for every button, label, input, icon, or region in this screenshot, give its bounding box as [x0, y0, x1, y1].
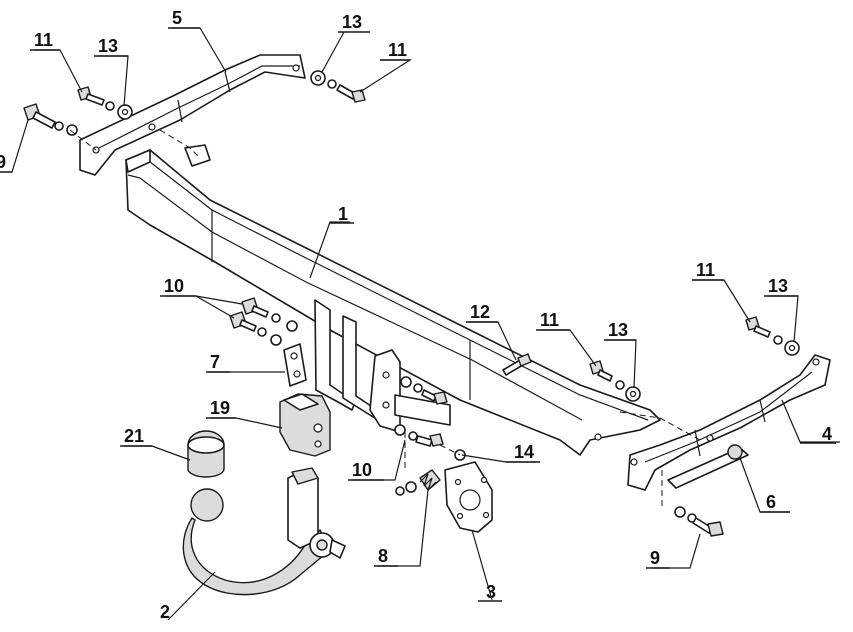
svg-text:13: 13 [98, 36, 118, 56]
svg-text:11: 11 [388, 40, 407, 60]
callout-label-1: 1 [330, 204, 354, 224]
bolt-set-10-lower [394, 376, 448, 447]
svg-text:6: 6 [766, 492, 776, 512]
svg-text:10: 10 [352, 460, 372, 480]
callout-label-14: 14 [506, 442, 540, 463]
svg-text:13: 13 [342, 12, 362, 32]
bolt-set-upper-left-11-13 [77, 86, 133, 120]
callout-label-13-c: 13 [604, 320, 636, 341]
svg-text:11: 11 [540, 310, 559, 330]
bolt-set-right-9 [674, 506, 724, 537]
assembly-guide-lines [69, 129, 701, 510]
svg-text:9: 9 [650, 548, 660, 568]
callout-label-11-d: 11 [692, 260, 724, 281]
svg-text:13: 13 [768, 276, 788, 296]
callout-label-12: 12 [466, 302, 498, 323]
crossbar-part-1 [125, 144, 661, 456]
svg-text:7: 7 [210, 352, 220, 372]
socket-holder-part-19 [279, 393, 331, 457]
callout-label-8: 8 [374, 546, 398, 567]
callout-label-11-b: 11 [380, 40, 410, 61]
callout-label-10-upper: 10 [160, 276, 196, 297]
callout-label-5: 5 [168, 8, 200, 29]
bolt-part-12 [502, 353, 532, 376]
bolt-set-upper-right-11-13 [310, 70, 366, 103]
callout-label-21: 21 [120, 426, 152, 447]
callout-label-9-left: 9 [0, 152, 12, 173]
socket-plate-part-3 [444, 461, 493, 533]
bolt-set-far-right-11-13 [745, 316, 800, 356]
svg-text:3: 3 [486, 582, 496, 602]
svg-text:1: 1 [338, 204, 348, 224]
callout-label-9-right: 9 [646, 548, 670, 569]
callout-label-7: 7 [206, 352, 230, 373]
callout-label-11-a: 11 [30, 30, 60, 51]
svg-text:21: 21 [124, 426, 144, 446]
bolt-set-left-9 [23, 103, 78, 136]
svg-text:11: 11 [696, 260, 715, 280]
callout-label-10-lower: 10 [348, 460, 384, 481]
right-side-bracket-part-4 [594, 354, 831, 491]
svg-text:12: 12 [470, 302, 490, 322]
crossbar-mounting-plates [314, 299, 451, 433]
callout-label-4: 4 [800, 424, 836, 444]
tow-ball-part-2 [182, 467, 346, 596]
bolt-set-right-11-13 [589, 360, 641, 402]
callout-label-3: 3 [478, 582, 502, 602]
svg-text:4: 4 [822, 424, 832, 444]
svg-text:2: 2 [160, 602, 170, 622]
plate-part-7 [283, 343, 307, 387]
ball-cap-part-21 [187, 430, 225, 478]
svg-text:5: 5 [172, 8, 182, 28]
bolt-set-10-upper [229, 297, 298, 346]
svg-text:8: 8 [378, 546, 388, 566]
callout-label-2: 2 [160, 602, 170, 622]
svg-text:10: 10 [164, 276, 184, 296]
callout-label-13-d: 13 [764, 276, 798, 297]
callout-label-13-b: 13 [338, 12, 370, 33]
svg-text:19: 19 [210, 398, 230, 418]
svg-text:14: 14 [514, 442, 534, 462]
svg-text:11: 11 [34, 30, 53, 50]
callout-label-11-c: 11 [536, 310, 570, 331]
svg-text:13: 13 [608, 320, 628, 340]
spring-part-8 [395, 469, 441, 496]
plate-part-6 [667, 444, 749, 489]
callout-label-6: 6 [760, 492, 790, 513]
callout-label-13-a: 13 [94, 36, 128, 57]
svg-text:9: 9 [0, 152, 6, 172]
callout-label-19: 19 [206, 398, 236, 419]
